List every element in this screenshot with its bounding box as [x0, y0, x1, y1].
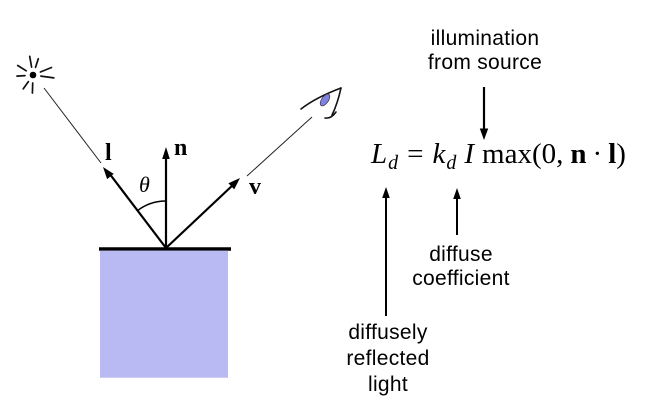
diffuse-coefficient-annotation: diffuse coefficient: [412, 243, 510, 290]
eye-icon: [300, 87, 342, 119]
normal-vector-label: n: [174, 135, 188, 161]
angle-label: θ: [139, 172, 150, 197]
light-vector-label: l: [105, 140, 112, 166]
formula-lhs-subscript: d: [388, 152, 399, 174]
formula-coefficient-subscript: d: [446, 152, 457, 174]
light-source-icon: [16, 55, 55, 94]
formula-intensity: I: [464, 138, 475, 170]
light-ray-line: [43, 87, 102, 164]
surface-rect: [100, 250, 228, 378]
reflected-light-annotation: diffusely reflected light: [346, 321, 430, 396]
light-vector-arrow: [103, 167, 167, 249]
illumination-arrow: [479, 87, 489, 140]
view-ray-line: [246, 116, 313, 177]
formula-coefficient: k: [432, 138, 446, 170]
formula-light-vector: l: [608, 138, 617, 170]
diffuse-coeff-arrow: [453, 188, 461, 235]
view-vector-label: v: [249, 174, 261, 200]
illumination-annotation: illumination from source: [427, 27, 543, 74]
eye-lens: [319, 93, 331, 107]
formula-dot-product: ·: [592, 138, 603, 170]
formula-normal-vector: n: [570, 138, 587, 170]
formula-equals: =: [407, 138, 424, 170]
normal-vector-arrow: [162, 147, 170, 248]
angle-arc: [136, 200, 167, 212]
reflected-light-arrow: [382, 187, 390, 316]
formula-lhs: L: [371, 138, 388, 170]
view-vector-arrow: [165, 178, 240, 249]
formula-close-paren: ): [616, 138, 626, 170]
formula-max-open: max(0,: [482, 138, 564, 170]
